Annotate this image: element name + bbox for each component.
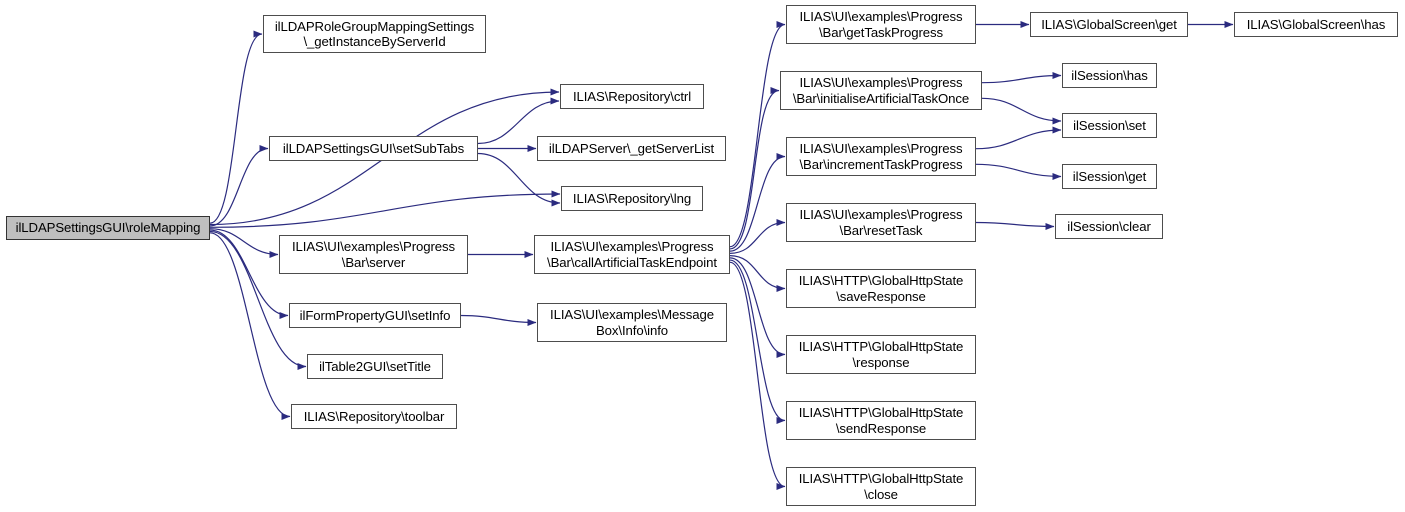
graph-node-ctrl[interactable]: ILIAS\Repository\ctrl xyxy=(560,84,704,109)
graph-node-label: ILIAS\GlobalScreen\has xyxy=(1246,16,1386,32)
graph-edge-callArtificialTaskEndpoint-to-saveResponse xyxy=(729,255,786,292)
graph-edge-setInfo-to-messageBoxInfo xyxy=(460,314,537,326)
graph-node-label: ilSession\set xyxy=(1073,117,1146,133)
graph-edge-callArtificialTaskEndpoint-to-response xyxy=(729,257,786,358)
graph-node-callArtificialTaskEndpoint[interactable]: ILIAS\UI\examples\Progress \Bar\callArti… xyxy=(534,235,730,274)
graph-node-roleMapping[interactable]: ilLDAPSettingsGUI\roleMapping xyxy=(6,216,210,240)
graph-edge-callArtificialTaskEndpoint-to-getTaskProgress xyxy=(729,21,786,248)
graph-node-label: ILIAS\GlobalScreen\get xyxy=(1041,16,1177,32)
graph-node-incrementTaskProgress[interactable]: ILIAS\UI\examples\Progress \Bar\incremen… xyxy=(786,137,976,176)
graph-node-pbServer[interactable]: ILIAS\UI\examples\Progress \Bar\server xyxy=(279,235,468,274)
graph-node-label: ilSession\has xyxy=(1071,67,1148,83)
graph-node-label: ilLDAPSettingsGUI\roleMapping xyxy=(15,220,201,236)
graph-node-setTitle[interactable]: ilTable2GUI\setTitle xyxy=(307,354,443,379)
graph-node-close[interactable]: ILIAS\HTTP\GlobalHttpState \close xyxy=(786,467,976,506)
graph-node-label: ILIAS\Repository\lng xyxy=(572,190,692,206)
graph-node-label: ILIAS\UI\examples\Progress \Bar\initiali… xyxy=(792,75,970,106)
graph-edge-roleMapping-to-setInfo xyxy=(209,229,289,319)
graph-node-label: ilLDAPRoleGroupMappingSettings \_getInst… xyxy=(274,18,475,49)
graph-node-label: ILIAS\UI\examples\Progress \Bar\getTaskP… xyxy=(799,9,963,40)
graph-edge-incrementTaskProgress-to-sessionSet xyxy=(975,126,1062,150)
graph-node-toolbar[interactable]: ILIAS\Repository\toolbar xyxy=(291,404,457,429)
graph-node-globalScreenHas[interactable]: ILIAS\GlobalScreen\has xyxy=(1234,12,1398,37)
graph-node-label: ILIAS\UI\examples\Progress \Bar\resetTas… xyxy=(799,207,963,238)
graph-node-label: ilSession\clear xyxy=(1067,218,1151,234)
graph-edge-callArtificialTaskEndpoint-to-close xyxy=(729,261,786,490)
graph-edge-roleMapping-to-toolbar xyxy=(209,232,291,420)
graph-edge-callArtificialTaskEndpoint-to-initialiseArtificialTaskOnce xyxy=(729,87,780,250)
graph-node-label: ILIAS\UI\examples\Progress \Bar\incremen… xyxy=(799,141,963,172)
graph-node-getServerList[interactable]: ilLDAPServer\_getServerList xyxy=(537,136,726,161)
graph-node-label: ILIAS\UI\examples\Message Box\Info\info xyxy=(550,307,714,338)
graph-node-label: ilFormPropertyGUI\setInfo xyxy=(299,307,451,323)
graph-node-label: ilLDAPSettingsGUI\setSubTabs xyxy=(282,140,465,156)
graph-node-label: ILIAS\HTTP\GlobalHttpState \sendResponse xyxy=(798,405,964,436)
graph-node-sendResponse[interactable]: ILIAS\HTTP\GlobalHttpState \sendResponse xyxy=(786,401,976,440)
graph-node-setInfo[interactable]: ilFormPropertyGUI\setInfo xyxy=(289,303,461,328)
graph-edge-initialiseArtificialTaskOnce-to-sessionSet xyxy=(981,97,1062,125)
graph-node-label: ilSession\get xyxy=(1072,168,1147,184)
graph-node-initialiseArtificialTaskOnce[interactable]: ILIAS\UI\examples\Progress \Bar\initiali… xyxy=(780,71,982,110)
graph-node-setSubTabs[interactable]: ilLDAPSettingsGUI\setSubTabs xyxy=(269,136,478,161)
graph-edge-resetTask-to-sessionClear xyxy=(975,221,1055,230)
graph-node-label: ILIAS\HTTP\GlobalHttpState \response xyxy=(798,339,964,370)
graph-node-getTaskProgress[interactable]: ILIAS\UI\examples\Progress \Bar\getTaskP… xyxy=(786,5,976,44)
graph-node-label: ilLDAPServer\_getServerList xyxy=(548,140,715,156)
graph-node-label: ilTable2GUI\setTitle xyxy=(319,358,431,374)
graph-node-getInstanceByServerId[interactable]: ilLDAPRoleGroupMappingSettings \_getInst… xyxy=(263,15,486,53)
graph-edge-roleMapping-to-lng xyxy=(209,190,561,228)
graph-node-label: ILIAS\Repository\ctrl xyxy=(572,88,692,104)
graph-node-label: ILIAS\UI\examples\Progress \Bar\server xyxy=(291,239,456,270)
graph-edge-callArtificialTaskEndpoint-to-resetTask xyxy=(729,219,786,254)
graph-node-sessionGet[interactable]: ilSession\get xyxy=(1062,164,1157,189)
graph-node-sessionHas[interactable]: ilSession\has xyxy=(1062,63,1157,88)
graph-edge-roleMapping-to-setSubTabs xyxy=(209,145,269,227)
graph-edge-incrementTaskProgress-to-sessionGet xyxy=(975,163,1062,180)
graph-edge-roleMapping-to-getInstanceByServerId xyxy=(209,30,263,224)
graph-node-sessionSet[interactable]: ilSession\set xyxy=(1062,113,1157,138)
graph-node-label: ILIAS\Repository\toolbar xyxy=(303,408,445,424)
graph-node-label: ILIAS\UI\examples\Progress \Bar\callArti… xyxy=(547,239,717,270)
graph-node-messageBoxInfo[interactable]: ILIAS\UI\examples\Message Box\Info\info xyxy=(537,303,727,342)
graph-node-label: ILIAS\HTTP\GlobalHttpState \close xyxy=(798,471,964,502)
graph-node-lng[interactable]: ILIAS\Repository\lng xyxy=(561,186,703,211)
graph-node-response[interactable]: ILIAS\HTTP\GlobalHttpState \response xyxy=(786,335,976,374)
graph-node-resetTask[interactable]: ILIAS\UI\examples\Progress \Bar\resetTas… xyxy=(786,203,976,242)
graph-node-saveResponse[interactable]: ILIAS\HTTP\GlobalHttpState \saveResponse xyxy=(786,269,976,308)
graph-edge-callArtificialTaskEndpoint-to-incrementTaskProgress xyxy=(729,153,786,252)
graph-node-label: ILIAS\HTTP\GlobalHttpState \saveResponse xyxy=(798,273,964,304)
graph-node-globalScreenGet[interactable]: ILIAS\GlobalScreen\get xyxy=(1030,12,1188,37)
graph-edge-callArtificialTaskEndpoint-to-sendResponse xyxy=(729,259,786,424)
graph-edge-roleMapping-to-pbServer xyxy=(209,228,279,258)
graph-node-sessionClear[interactable]: ilSession\clear xyxy=(1055,214,1163,239)
graph-edge-initialiseArtificialTaskOnce-to-sessionHas xyxy=(981,72,1062,84)
